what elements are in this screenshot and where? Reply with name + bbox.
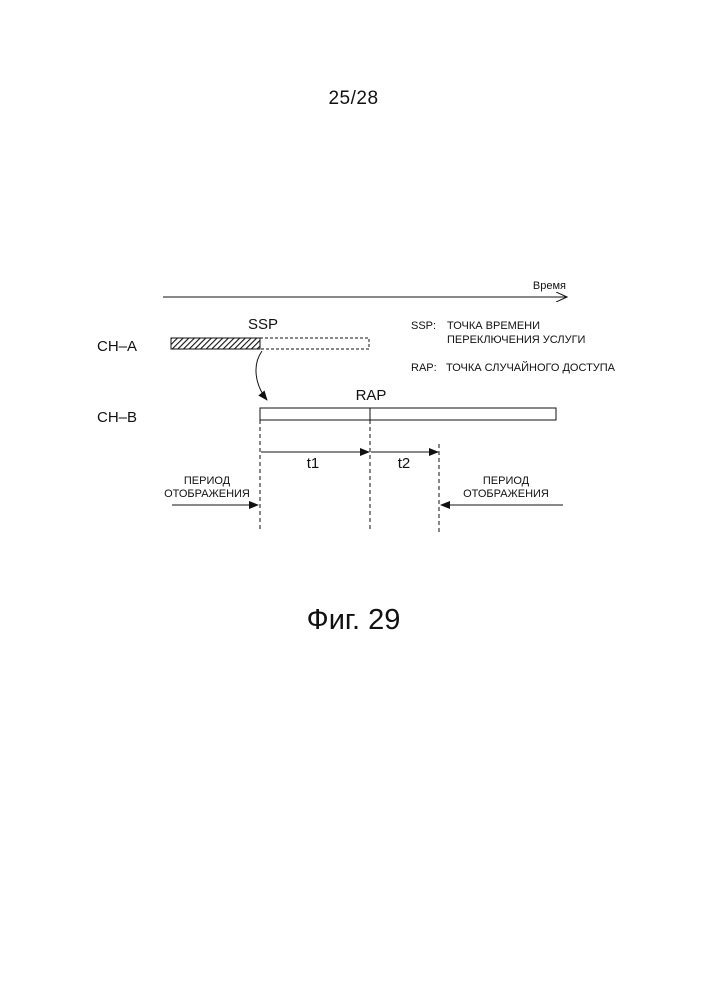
time-label: Время [533, 280, 566, 292]
switch-curve-arrow [256, 351, 267, 400]
right-period-line1: ПЕРИОД [483, 475, 530, 487]
channel-a-hatched-segment [171, 338, 260, 349]
channel-b-bar [260, 408, 556, 420]
t1-label: t1 [307, 455, 320, 472]
channel-a-dashed-segment [260, 338, 369, 349]
legend-ssp-line1: ТОЧКА ВРЕМЕНИ [447, 320, 540, 332]
legend-ssp-key: SSP: [411, 320, 436, 332]
left-period-line1: ПЕРИОД [184, 475, 231, 487]
figure-caption: Фиг. 29 [0, 604, 707, 637]
ssp-label: SSP [248, 316, 278, 333]
legend-rap-text: ТОЧКА СЛУЧАЙНОГО ДОСТУПА [446, 361, 616, 374]
channel-a-label: CH–A [97, 338, 137, 355]
right-period-line2: ОТОБРАЖЕНИЯ [463, 488, 549, 500]
t2-label: t2 [398, 455, 411, 472]
legend-ssp-line2: ПЕРЕКЛЮЧЕНИЯ УСЛУГИ [447, 334, 585, 346]
channel-b-label: CH–B [97, 409, 137, 426]
left-period-line2: ОТОБРАЖЕНИЯ [164, 488, 250, 500]
legend-rap-key: RAP: [411, 362, 437, 374]
rap-label: RAP [356, 387, 387, 404]
